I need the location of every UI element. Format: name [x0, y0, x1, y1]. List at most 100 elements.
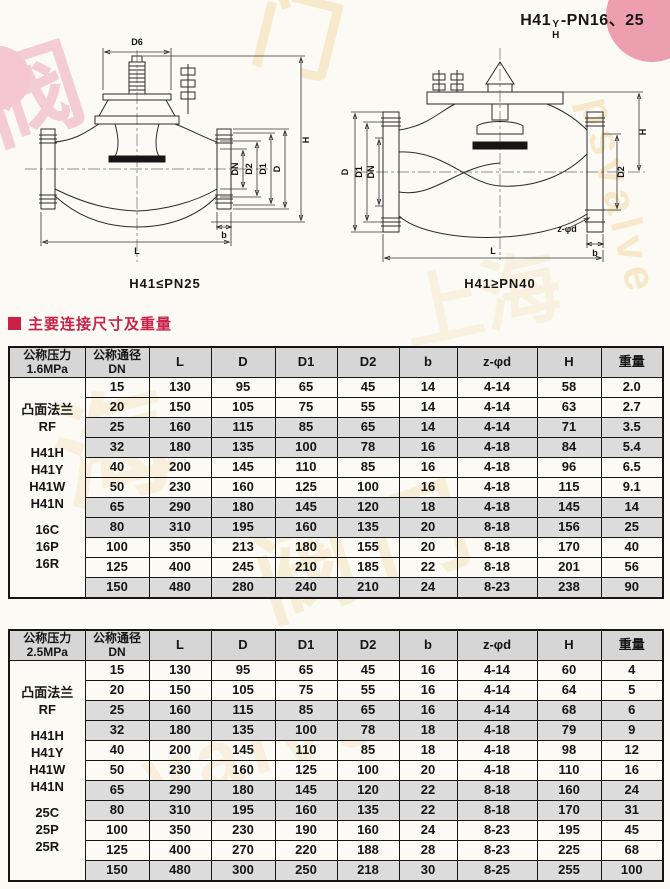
- cell-value: 30: [398, 860, 458, 882]
- cell-value: 63: [536, 397, 602, 418]
- cell-value: 4-14: [456, 397, 538, 418]
- cell-value: 2.0: [600, 377, 664, 398]
- cell-value: 65: [336, 417, 400, 438]
- cell-value: 270: [210, 840, 276, 861]
- cell-value: 18: [398, 720, 458, 741]
- cell-value: 4-18: [456, 497, 538, 518]
- cell-value: 68: [600, 840, 664, 861]
- cell-value: 98: [536, 740, 602, 761]
- model-variant-top: Y: [552, 19, 560, 30]
- dim-label-h: H: [638, 129, 648, 136]
- cell-value: 16: [398, 457, 458, 478]
- cell-value: 8-18: [456, 557, 538, 578]
- cell-value: 4-14: [456, 680, 538, 701]
- cell-value: 24: [398, 577, 458, 599]
- cell-dn: 80: [84, 800, 150, 821]
- model-variant-bottom: H: [552, 29, 560, 41]
- cell-value: 18: [398, 740, 458, 761]
- cell-value: 85: [336, 740, 400, 761]
- cell-value: 110: [536, 760, 602, 781]
- cell-value: 213: [210, 537, 276, 558]
- header-col: b: [398, 629, 458, 661]
- dim-label-d: D: [272, 165, 282, 172]
- header-col: D1: [274, 629, 338, 661]
- cell-value: 156: [536, 517, 602, 538]
- cell-value: 22: [398, 557, 458, 578]
- cell-value: 16: [398, 700, 458, 721]
- dim-label-h: H: [301, 137, 311, 144]
- cell-value: 100: [336, 760, 400, 781]
- cell-value: 8-25: [456, 860, 538, 882]
- cell-value: 238: [536, 577, 602, 599]
- cell-value: 65: [336, 700, 400, 721]
- cell-value: 100: [274, 437, 338, 458]
- cell-value: 4-18: [456, 477, 538, 498]
- cell-value: 16: [398, 477, 458, 498]
- figure-pn25: D6 DN D2 D1 D H L: [0, 34, 330, 291]
- header-col: D: [210, 346, 276, 378]
- cell-value: 250: [274, 860, 338, 882]
- cell-dn: 20: [84, 397, 150, 418]
- cell-dn: 32: [84, 720, 150, 741]
- cell-value: 25: [600, 517, 664, 538]
- dimension-lines: D6 DN D2 D1 D H L: [40, 37, 311, 256]
- cell-value: 85: [274, 417, 338, 438]
- cell-value: 310: [148, 517, 212, 538]
- cell-value: 350: [148, 537, 212, 558]
- cell-dn: 25: [84, 417, 150, 438]
- header-col: z-φd: [456, 346, 538, 378]
- dim-label-d6: D6: [131, 37, 143, 47]
- cell-value: 115: [536, 477, 602, 498]
- centerlines: [355, 48, 645, 260]
- header-col: D1: [274, 346, 338, 378]
- cell-value: 130: [148, 377, 212, 398]
- cell-value: 9: [600, 720, 664, 741]
- cell-value: 195: [210, 800, 276, 821]
- cell-value: 150: [148, 680, 212, 701]
- cell-value: 400: [148, 557, 212, 578]
- cell-dn: 150: [84, 860, 150, 882]
- cell-value: 225: [536, 840, 602, 861]
- cell-value: 71: [536, 417, 602, 438]
- cell-value: 220: [274, 840, 338, 861]
- dim-label-d2: D2: [616, 166, 626, 178]
- cell-value: 14: [398, 417, 458, 438]
- cell-value: 20: [398, 537, 458, 558]
- cell-value: 160: [210, 477, 276, 498]
- cell-value: 218: [336, 860, 400, 882]
- cell-value: 24: [398, 820, 458, 841]
- cell-value: 145: [274, 780, 338, 801]
- header-col: D: [210, 629, 276, 661]
- cell-value: 160: [274, 800, 338, 821]
- cell-value: 40: [600, 537, 664, 558]
- cell-value: 18: [398, 497, 458, 518]
- cell-value: 180: [210, 497, 276, 518]
- cell-value: 115: [210, 700, 276, 721]
- cell-value: 4-18: [456, 720, 538, 741]
- dim-label-d: D: [340, 168, 350, 175]
- valve-drawing-pn40: D D1 DN D2 H z-φd b L: [340, 48, 648, 262]
- cell-value: 180: [148, 720, 212, 741]
- cell-value: 290: [148, 780, 212, 801]
- valve-body: [39, 55, 233, 228]
- cell-value: 100: [600, 860, 664, 882]
- cell-value: 110: [274, 740, 338, 761]
- cell-value: 400: [148, 840, 212, 861]
- cell-value: 14: [600, 497, 664, 518]
- cell-value: 5: [600, 680, 664, 701]
- cell-value: 55: [336, 680, 400, 701]
- cell-value: 480: [148, 577, 212, 599]
- cell-value: 4-18: [456, 437, 538, 458]
